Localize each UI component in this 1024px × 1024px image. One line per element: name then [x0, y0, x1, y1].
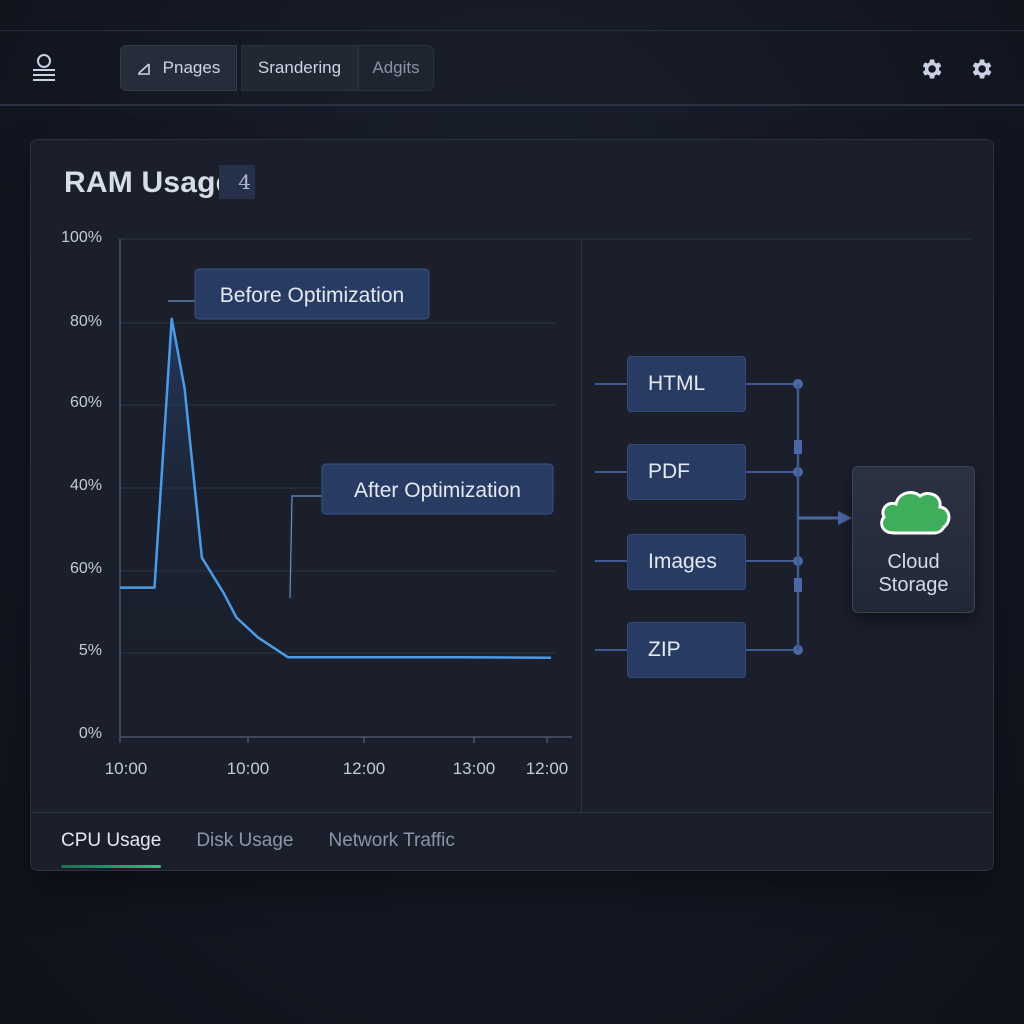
series-area [120, 318, 551, 658]
y-tick-label: 60% [70, 560, 102, 577]
chart-icon [137, 63, 150, 75]
title-badge: 4 [219, 165, 255, 199]
cloud-icon [880, 491, 951, 535]
connector-joint [794, 440, 802, 454]
tab-network-traffic[interactable]: Network Traffic [328, 830, 455, 851]
connector-arrow-head [838, 511, 852, 525]
annotation-box [194, 268, 430, 320]
series-line [120, 317, 552, 660]
gear-icon[interactable] [918, 56, 944, 82]
annotation-label: Before Optimization [220, 284, 404, 307]
tab-srandering[interactable]: Srandering [241, 45, 358, 91]
tab-label: Srandering [257, 58, 342, 77]
format-html-box[interactable]: HTML [627, 356, 746, 412]
x-tick-label: 12:00 [526, 759, 569, 778]
tab-cpu-usage[interactable]: CPU Usage [61, 830, 162, 868]
header-divider [0, 104, 1024, 106]
cloud-label-line2: Storage [878, 574, 949, 596]
format-images-box[interactable]: Images [627, 534, 746, 590]
tab-disk-usage[interactable]: Disk Usage [196, 830, 294, 851]
bottom-tab-bar: CPU Usage Disk Usage Network Traffic [61, 830, 455, 868]
x-tick-label: 10:00 [227, 759, 270, 778]
panel-title: RAM Usage [64, 166, 233, 199]
annotation-label: After Optimization [354, 479, 521, 502]
gear-icon[interactable] [968, 56, 994, 82]
bottom-divider [31, 812, 993, 813]
format-pdf-box[interactable]: PDF [627, 444, 746, 500]
y-tick-label: 40% [70, 477, 102, 494]
format-zip-box[interactable]: ZIP [627, 622, 746, 678]
x-tick-label: 12:00 [343, 759, 386, 778]
y-tick-label: 0% [79, 725, 102, 742]
tab-adgits[interactable]: Adgits [358, 45, 434, 91]
x-tick-label: 13:00 [453, 759, 496, 778]
tab-pnages[interactable]: Pnages [120, 45, 237, 91]
cloud-storage-card[interactable]: Cloud Storage [852, 466, 975, 613]
menu-logo-icon[interactable] [30, 52, 58, 86]
y-tick-label: 5% [79, 642, 102, 659]
y-tick-label: 60% [70, 394, 102, 411]
connector-joint [794, 578, 802, 592]
x-tick-label: 10:00 [105, 759, 148, 778]
chart-divider [581, 240, 582, 812]
top-edge-line [0, 30, 1024, 31]
cloud-label-line1: Cloud [887, 551, 940, 573]
annotation-box [321, 463, 554, 515]
tab-label: Pnages [162, 58, 221, 77]
annotation-leader [289, 495, 322, 599]
y-tick-label: 100% [61, 229, 102, 246]
tab-label: Adgits [372, 58, 420, 77]
y-tick-label: 80% [70, 313, 102, 330]
top-tab-bar: Pnages Srandering Adgits [120, 45, 434, 91]
cloud-storage-label: Cloud Storage [853, 551, 974, 597]
